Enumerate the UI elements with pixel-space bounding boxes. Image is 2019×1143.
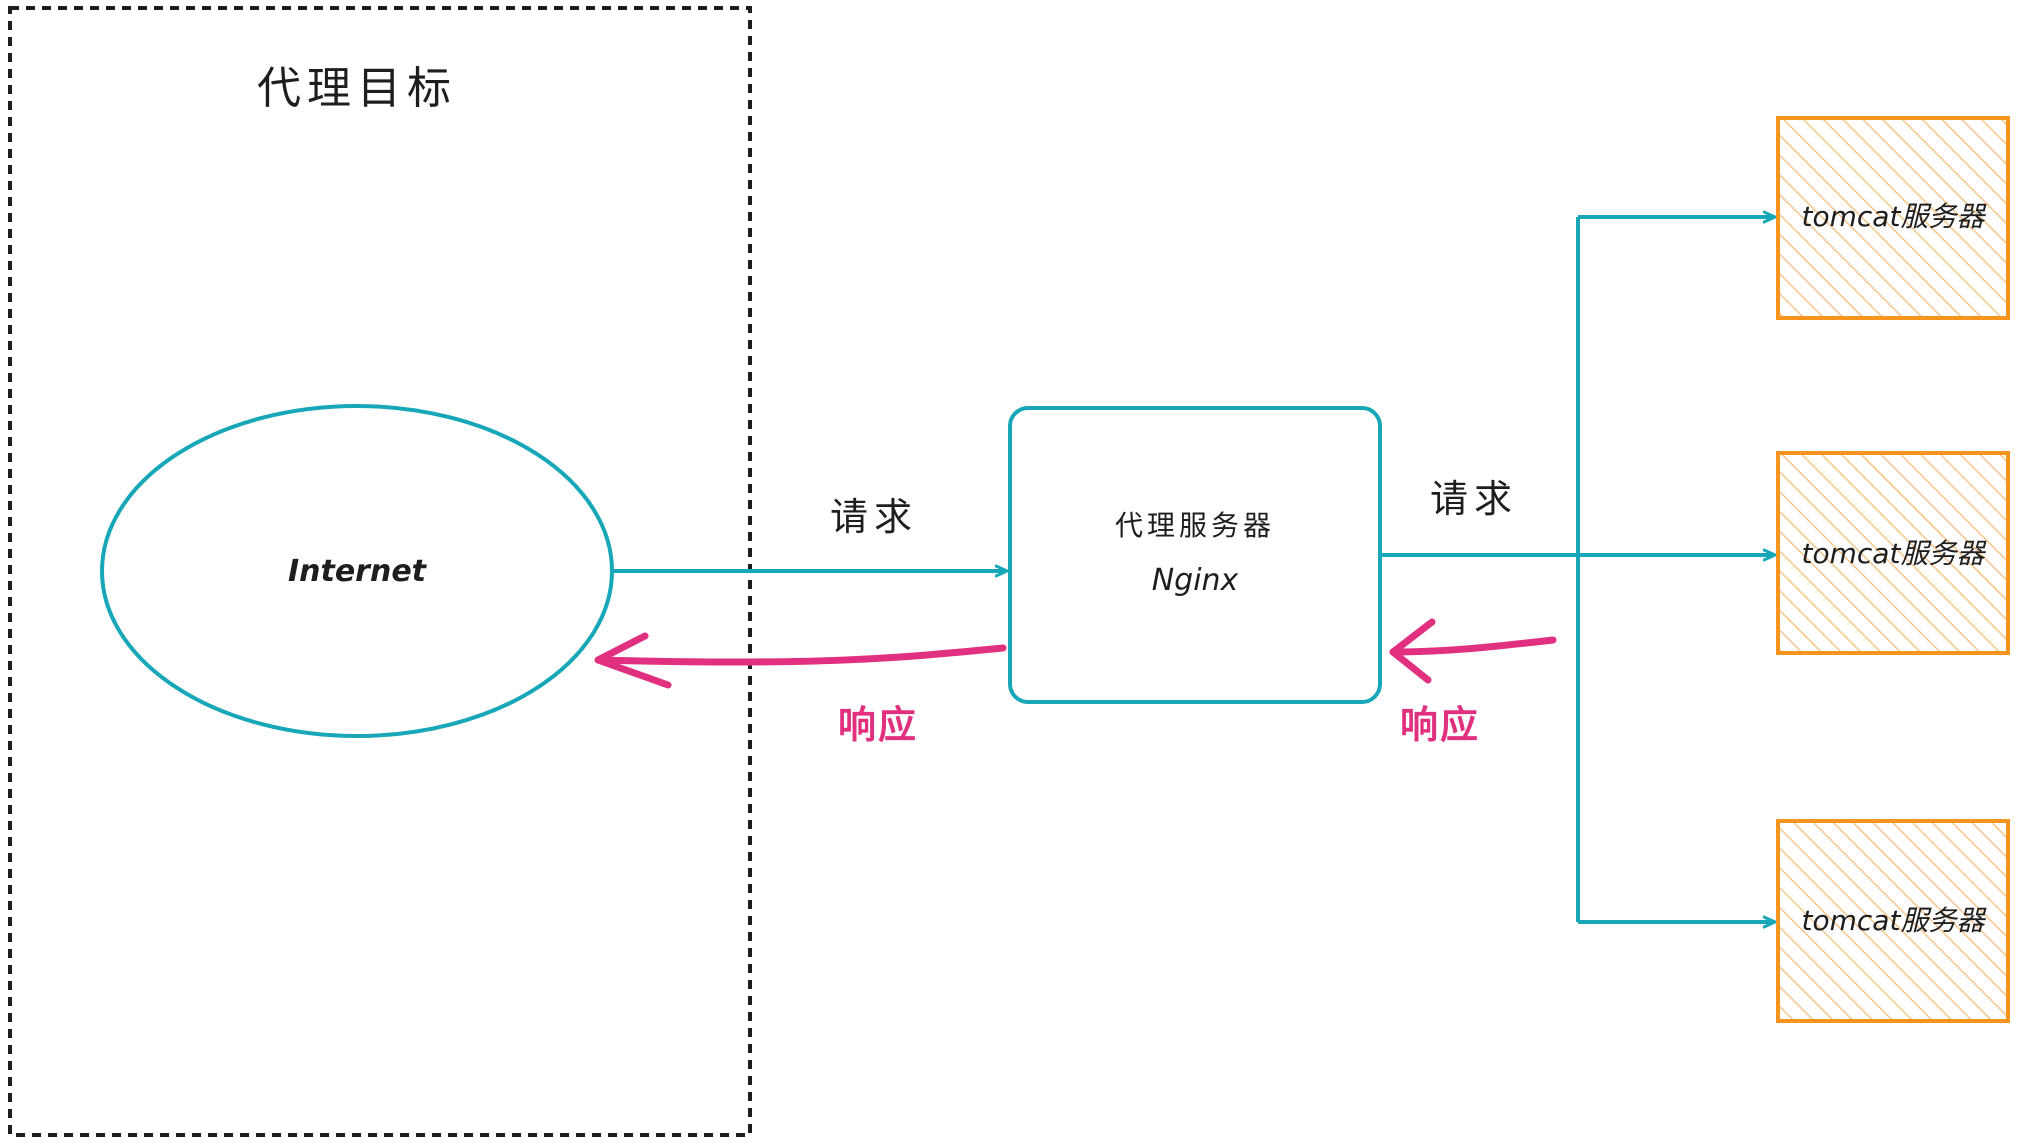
tomcat-server-3: tomcat服务器 <box>1776 819 2010 1023</box>
internet-label: Internet <box>288 554 428 589</box>
right-request-label: 请求 <box>1430 477 1518 521</box>
left-request-label: 请求 <box>830 495 918 539</box>
left-response-label: 响应 <box>838 703 918 747</box>
proxy-server-title: 代理服务器 <box>1115 509 1275 542</box>
proxy-server-box <box>1008 406 1382 704</box>
left-response-arrow <box>594 632 1007 689</box>
target-zone-title: 代理目标 <box>257 63 457 114</box>
tomcat-server-2: tomcat服务器 <box>1776 451 2010 655</box>
tomcat-server-1-label: tomcat服务器 <box>1802 200 1988 233</box>
tomcat-server-2-label: tomcat服务器 <box>1802 537 1988 570</box>
proxy-server-subtitle: Nginx <box>1152 563 1239 598</box>
tomcat-server-1: tomcat服务器 <box>1776 116 2010 320</box>
tomcat-server-3-label: tomcat服务器 <box>1802 904 1988 937</box>
right-response-label: 响应 <box>1400 703 1480 747</box>
right-response-arrow <box>1389 618 1557 684</box>
